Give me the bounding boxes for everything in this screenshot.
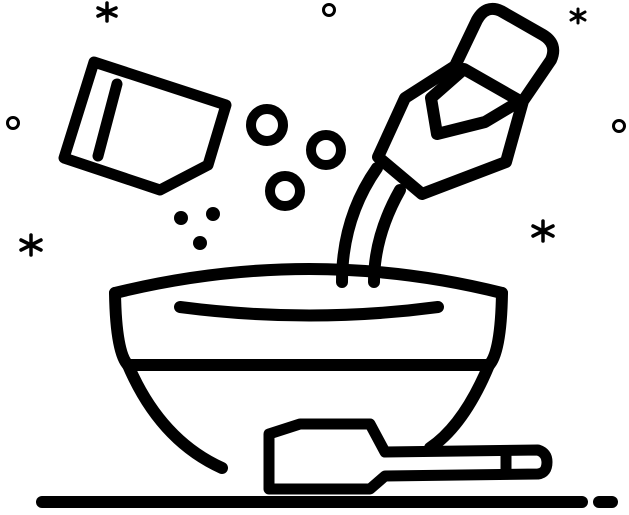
circle-icon xyxy=(612,119,626,133)
star-icon xyxy=(531,219,555,243)
bubbles-icon xyxy=(246,104,346,211)
star-icon xyxy=(19,233,43,257)
crumbs-icon xyxy=(174,207,220,250)
star-icon xyxy=(569,7,587,25)
spatula-icon xyxy=(263,418,553,495)
oil-bottle-icon xyxy=(372,2,560,200)
circle-icon xyxy=(6,116,20,130)
circle-icon xyxy=(322,3,336,17)
mixing-bowl-icon xyxy=(109,263,508,474)
salt-shaker-icon xyxy=(58,56,232,196)
star-icon xyxy=(96,1,118,23)
